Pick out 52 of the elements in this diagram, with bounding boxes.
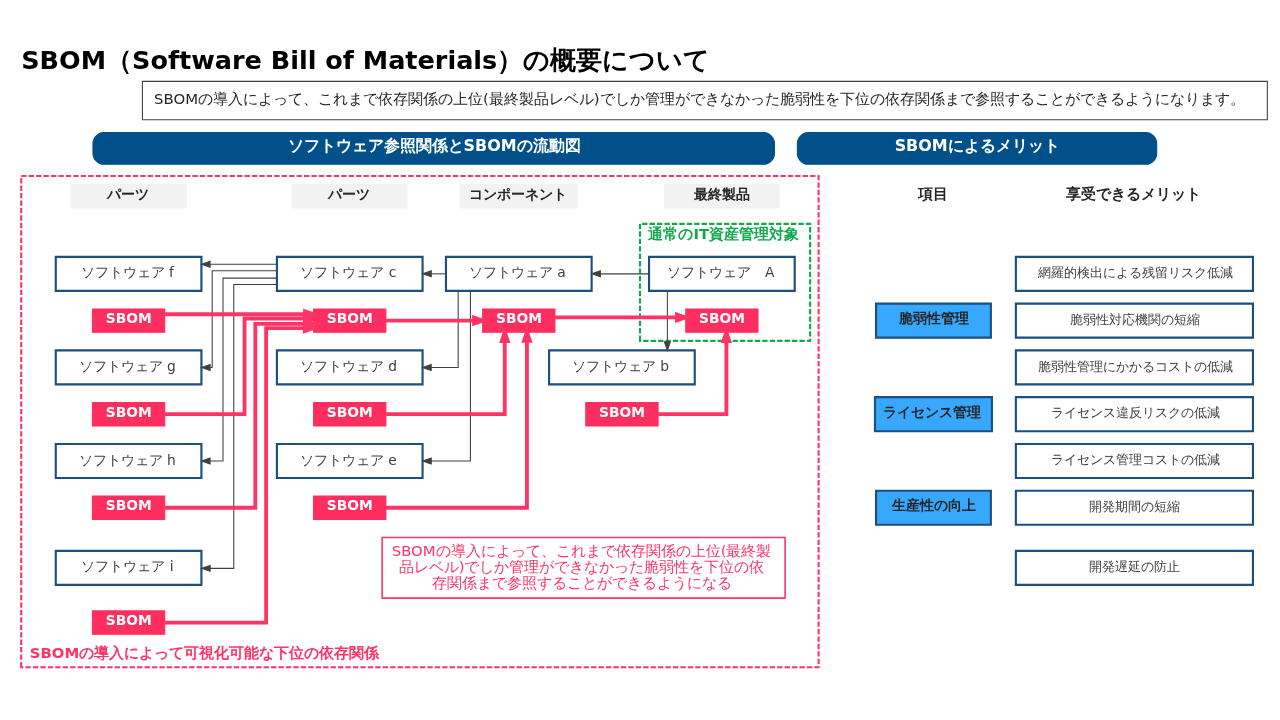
arrow bbox=[199, 260, 278, 268]
node-box: SBOM bbox=[313, 401, 387, 426]
arrow bbox=[663, 290, 672, 352]
node-box: 生産性の向上 bbox=[874, 489, 992, 526]
arrow bbox=[165, 321, 320, 624]
node-box: ソフトウェア e bbox=[275, 442, 424, 479]
node-box: ソフトウェア i bbox=[54, 549, 203, 586]
node-box: ライセンス管理 bbox=[873, 395, 993, 432]
label: 享受できるメリット bbox=[1065, 184, 1201, 203]
arrow bbox=[386, 326, 511, 416]
arrow bbox=[200, 269, 278, 371]
node-box: SBOM bbox=[313, 495, 387, 520]
arrow bbox=[421, 269, 447, 278]
node-box: ソフトウェア f bbox=[54, 255, 203, 292]
node-box: ソフトウェア h bbox=[54, 442, 203, 479]
node-box: SBOM bbox=[91, 609, 166, 635]
node-box: ソフトウェア A bbox=[647, 255, 796, 292]
node-box: SBOM bbox=[482, 307, 556, 333]
node-box: SBOM bbox=[91, 495, 166, 520]
node-box: 開発期間の短縮 bbox=[1014, 489, 1254, 526]
node-box: SBOMによるメリット bbox=[796, 131, 1158, 165]
node-box: SBOM bbox=[585, 401, 659, 426]
arrow bbox=[199, 277, 278, 465]
node-box: ソフトウェア b bbox=[548, 348, 696, 385]
node-box: ソフトウェア a bbox=[444, 255, 593, 292]
node-box: SBOM bbox=[313, 307, 387, 333]
arrow bbox=[658, 326, 733, 416]
node-box: 脆弱性管理にかかるコストの低減 bbox=[1014, 348, 1254, 385]
arrow bbox=[555, 311, 692, 323]
node-box: 脆弱性管理 bbox=[874, 302, 992, 339]
arrow bbox=[386, 326, 533, 510]
node-box: ソフトウェア c bbox=[275, 255, 424, 292]
node-box: SBOMの導入によって、これまで依存関係の上位(最終製品レベル)でしか管理ができなかった脆弱性を下位の依存関係まで参照することができるようになる bbox=[381, 536, 786, 599]
node-box: SBOM bbox=[685, 307, 759, 333]
node-box: ソフトウェア d bbox=[275, 348, 424, 385]
arrow bbox=[590, 269, 650, 278]
node-box: ソフトウェア g bbox=[54, 348, 203, 385]
arrow bbox=[421, 290, 459, 371]
arrow bbox=[421, 290, 471, 465]
node-box: ソフトウェア参照関係とSBOMの流動図 bbox=[92, 131, 776, 165]
arrow bbox=[386, 314, 489, 326]
node-box: ライセンス違反リスクの低減 bbox=[1014, 395, 1254, 432]
node-box: 網羅的検出による残留リスク低減 bbox=[1014, 255, 1254, 292]
node-box: 脆弱性対応機関の短縮 bbox=[1014, 302, 1254, 339]
node-box: ライセンス管理コストの低減 bbox=[1014, 442, 1254, 479]
node-box: SBOMの導入によって、これまで依存関係の上位(最終製品レベル)でしか管理ができなかった脆弱性を下位の依存関係まで参照することができるようになります。 bbox=[141, 80, 1268, 120]
node-box: 開発遅延の防止 bbox=[1014, 549, 1254, 586]
arrow bbox=[200, 283, 278, 572]
node-box: SBOM bbox=[91, 401, 166, 426]
label: 項目 bbox=[918, 184, 949, 203]
diagram-title: SBOM（Software Bill of Materials）の概要について bbox=[21, 44, 711, 75]
node-box: SBOM bbox=[91, 307, 166, 333]
